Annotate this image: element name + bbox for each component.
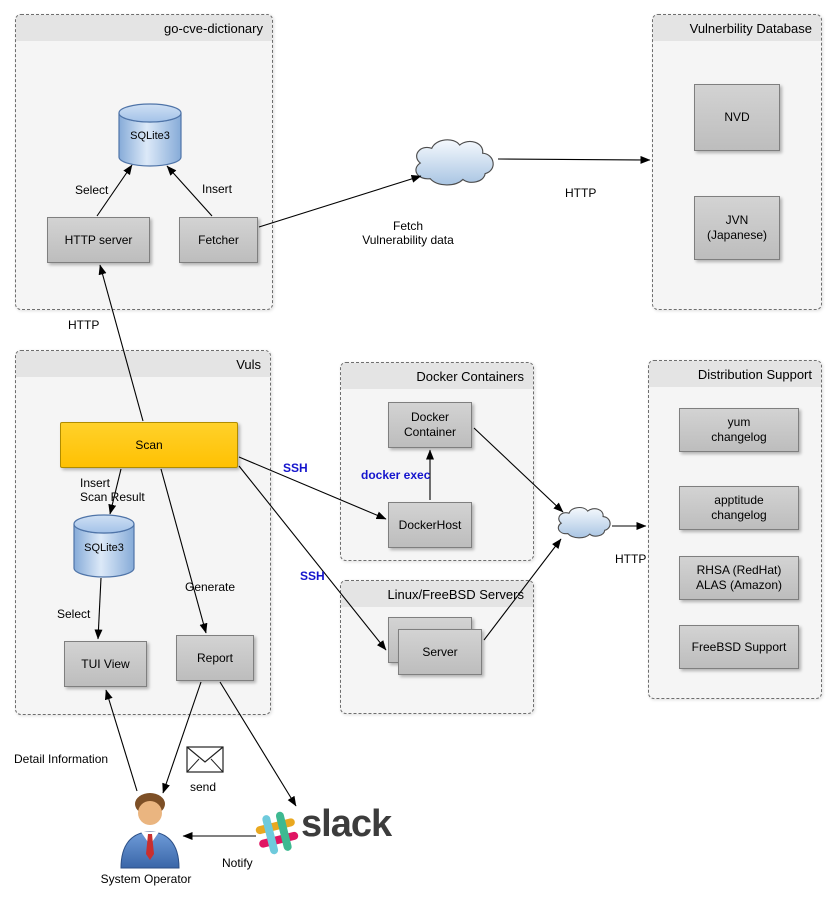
server-node: Server [398, 629, 482, 675]
http-label-db: HTTP [565, 186, 597, 200]
sqlite-label-go-cve: SQLite3 [130, 130, 170, 142]
freebsd-support-node: FreeBSD Support [679, 625, 799, 669]
group-title-linux-freebsd-servers: Linux/FreeBSD Servers [341, 581, 533, 607]
system-operator-avatar [120, 793, 180, 869]
arrow-internet-to-vuln-db [497, 155, 651, 164]
jvn-node: JVN (Japanese) [694, 196, 780, 260]
generate-label: Generate [185, 580, 236, 594]
sqlite-label-vuls: SQLite3 [84, 542, 124, 554]
docker-container-node: Docker Container [388, 402, 472, 448]
insert-scan-result-label: Insert Scan Result [80, 476, 145, 505]
detail-information-label: Detail Information [14, 752, 109, 766]
group-title-docker-containers: Docker Containers [341, 363, 533, 389]
http-label-distro: HTTP [615, 552, 647, 566]
rhsa-alas-node: RHSA (RedHat) ALAS (Amazon) [679, 556, 799, 600]
insert-label-go-cve: Insert [202, 182, 233, 196]
notify-label: Notify [222, 856, 253, 870]
ssh-label-docker: SSH [283, 461, 308, 475]
http-server-node: HTTP server [47, 217, 150, 263]
system-operator-label: System Operator [100, 872, 192, 886]
report-node: Report [176, 635, 254, 681]
group-title-distribution-support: Distribution Support [649, 361, 821, 387]
distro-cloud [557, 507, 611, 539]
http-label-vuls: HTTP [68, 318, 100, 332]
mail-icon [186, 746, 224, 773]
tui-view-node: TUI View [64, 641, 147, 687]
docker-host-node: DockerHost [388, 502, 472, 548]
group-go-cve-dictionary: go-cve-dictionary [15, 14, 273, 310]
docker-exec-label: docker exec [361, 468, 431, 482]
yum-changelog-node: yum changelog [679, 408, 799, 452]
group-title-vuls: Vuls [16, 351, 270, 377]
scan-node: Scan [60, 422, 238, 468]
send-label: send [190, 780, 217, 794]
group-title-go-cve-dictionary: go-cve-dictionary [16, 15, 272, 41]
slack-logo-icon [255, 811, 299, 855]
group-title-vulnerability-database: Vulnerbility Database [653, 15, 821, 41]
internet-cloud [415, 139, 494, 186]
fetch-vulnerability-data-label: Fetch Vulnerability data [362, 219, 454, 248]
apptitude-changelog-node: apptitude changelog [679, 486, 799, 530]
select-label-vuls: Select [57, 607, 91, 621]
slack-wordmark: slack [301, 803, 392, 845]
fetcher-node: Fetcher [179, 217, 258, 263]
select-label-go-cve: Select [75, 183, 109, 197]
ssh-label-server: SSH [300, 569, 325, 583]
group-vulnerability-database: Vulnerbility Database [652, 14, 822, 310]
nvd-node: NVD [694, 84, 780, 151]
